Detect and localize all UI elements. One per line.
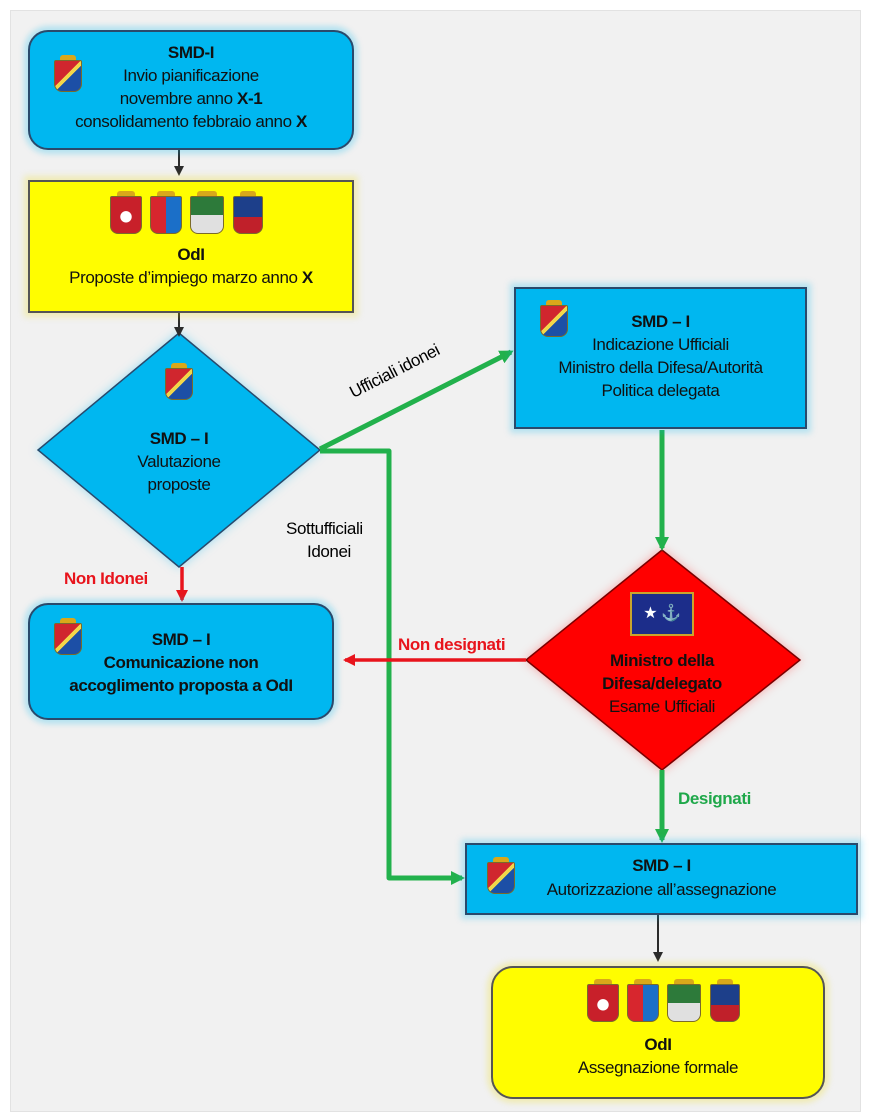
smd-crest-icon: [165, 363, 193, 400]
smd-planning-line2-text: novembre anno: [119, 89, 237, 108]
smd-officers-line2: Ministro della Difesa/Autorità: [558, 358, 763, 377]
airforce-crest-icon: [190, 191, 224, 234]
smd-evaluation-line1: Valutazione: [137, 452, 221, 471]
odi-proposals-year: X: [301, 268, 313, 287]
odi-proposals-text: Proposte d’impiego marzo anno: [69, 268, 302, 287]
evaluation-decision-shape: [36, 332, 322, 568]
smd-crest-icon: [540, 300, 568, 337]
army-crest-icon: [110, 191, 142, 234]
smd-authorization-box: SMD – I Autorizzazione all’assegnazione: [465, 843, 858, 915]
smd-planning-line2: novembre anno X-1: [30, 88, 352, 109]
smd-officers-line1: Indicazione Ufficiali: [592, 335, 729, 354]
label-not-designated: Non designati: [398, 635, 506, 654]
smd-crest-icon: [54, 55, 82, 92]
label-designated: Designati: [678, 789, 751, 808]
minister-line3: Esame Ufficiali: [608, 697, 716, 716]
smd-planning-box: SMD-I Invio pianificazione novembre anno…: [28, 30, 354, 150]
smd-planning-line3-text: consolidamento febbraio anno: [75, 112, 296, 131]
odi-assignment-line1: Assegnazione formale: [577, 1058, 739, 1077]
odi-proposals-box: OdI Proposte d’impiego marzo anno X: [28, 180, 354, 313]
minister-line1: Ministro della: [610, 651, 714, 670]
navy-crest-icon: [627, 979, 659, 1022]
carabinieri-crest-icon: [233, 191, 263, 234]
smd-planning-line3: consolidamento febbraio anno X: [30, 111, 352, 132]
odi-proposals-title: OdI: [177, 245, 205, 264]
smd-rejection-line1: Comunicazione non: [103, 653, 259, 672]
smd-officers-title: SMD – I: [631, 312, 690, 331]
smd-rejection-title: SMD – I: [151, 630, 211, 649]
smd-evaluation-title: SMD – I: [149, 429, 209, 448]
smd-evaluation-line2: proposte: [147, 475, 211, 494]
smd-officers-box: SMD – I Indicazione Ufficiali Ministro d…: [514, 287, 807, 429]
minister-flag-icon: ★ ⚓: [630, 592, 694, 636]
smd-planning-line1: Invio pianificazione: [123, 66, 259, 85]
label-nco-eligible-1: Sottufficiali: [286, 519, 363, 538]
arrow-nco-eligible: [320, 448, 465, 885]
smd-crest-icon: [487, 857, 515, 894]
smd-planning-year-prev: X-1: [237, 89, 263, 108]
odi-assignment-title: OdI: [644, 1035, 672, 1054]
army-crest-icon: [587, 979, 619, 1022]
odi-proposals-line1: Proposte d’impiego marzo anno X: [30, 267, 352, 288]
smd-rejection-box: SMD – I Comunicazione non accoglimento p…: [28, 603, 334, 720]
smd-authorization-title: SMD – I: [632, 856, 691, 875]
smd-evaluation-text: SMD – I Valutazione proposte: [79, 428, 279, 498]
smd-crest-icon: [54, 618, 82, 655]
airforce-crest-icon: [667, 979, 701, 1022]
label-not-eligible: Non Idonei: [64, 569, 148, 588]
label-nco-eligible-2: Idonei: [307, 542, 351, 561]
smd-planning-year: X: [295, 112, 307, 131]
minister-text: Ministro della Difesa/delegato Esame Uff…: [562, 650, 762, 720]
smd-planning-title: SMD-I: [167, 43, 215, 62]
navy-crest-icon: [150, 191, 182, 234]
arrow-officers-eligible: [318, 349, 514, 452]
odi-assignment-box: OdI Assegnazione formale: [491, 966, 825, 1099]
carabinieri-crest-icon: [710, 979, 740, 1022]
smd-authorization-line1: Autorizzazione all’assegnazione: [546, 880, 777, 899]
minister-line2: Difesa/delegato: [602, 674, 722, 693]
smd-rejection-line2: accoglimento proposta a OdI: [69, 676, 293, 695]
smd-officers-line3: Politica delegata: [601, 381, 720, 400]
